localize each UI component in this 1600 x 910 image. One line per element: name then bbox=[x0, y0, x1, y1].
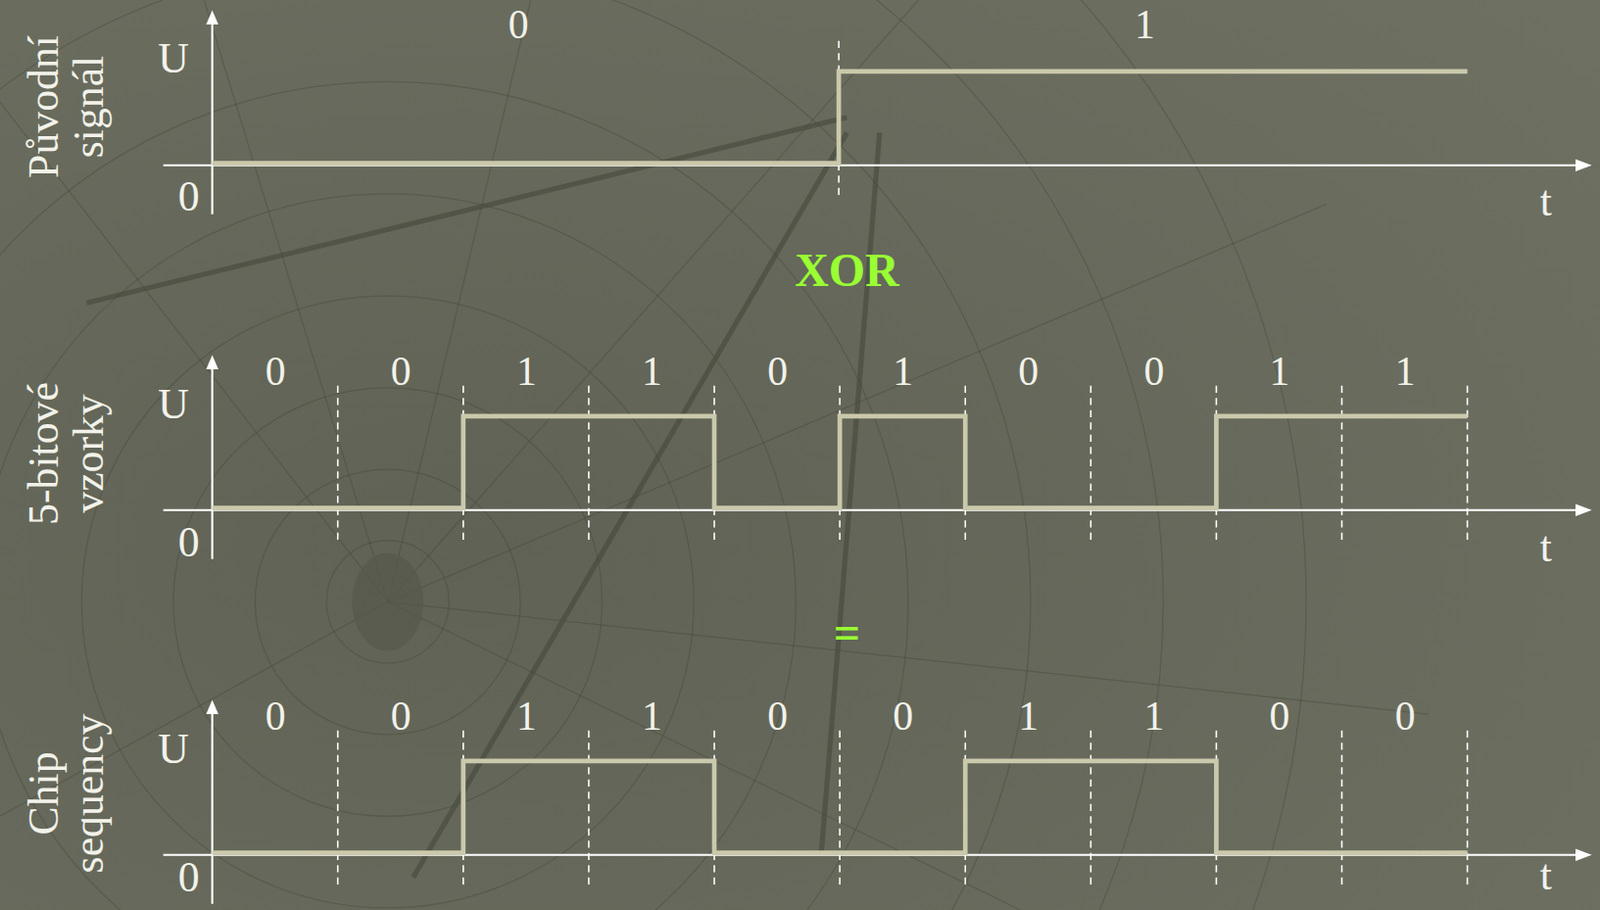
bit-boundary bbox=[337, 386, 340, 543]
y-axis bbox=[211, 708, 214, 905]
bit-boundary bbox=[1090, 730, 1093, 888]
bit-value: 1 bbox=[1018, 695, 1039, 739]
bit-value: 0 bbox=[1269, 695, 1291, 739]
bit-value: 1 bbox=[641, 350, 663, 394]
bit-value: 0 bbox=[767, 695, 788, 739]
bit-boundary bbox=[587, 386, 590, 543]
bit-boundary bbox=[1341, 386, 1344, 543]
bit-value: 1 bbox=[516, 695, 537, 739]
bit-boundary bbox=[1090, 386, 1093, 543]
axis-title: Původní signál bbox=[21, 0, 112, 217]
y-axis-arrow bbox=[205, 699, 218, 715]
bit-value: 0 bbox=[390, 350, 412, 394]
signal-waveform bbox=[212, 761, 1468, 854]
waveforms bbox=[212, 71, 1468, 854]
axes bbox=[163, 9, 1593, 904]
bit-value: 0 bbox=[508, 3, 530, 48]
y-axis-arrow bbox=[205, 354, 218, 370]
axis-label: U bbox=[157, 36, 190, 82]
bit-value: 1 bbox=[1134, 3, 1156, 48]
y-axis bbox=[211, 363, 214, 560]
x-axis-arrow bbox=[1575, 849, 1593, 862]
bit-boundary bbox=[587, 730, 590, 888]
bit-value: 1 bbox=[1269, 350, 1291, 394]
axis-label: t bbox=[1540, 179, 1552, 225]
bit-value: 0 bbox=[1395, 695, 1416, 739]
signal-waveform bbox=[212, 416, 1468, 509]
bit-value: 0 bbox=[265, 695, 287, 739]
axis-label: 0 bbox=[178, 855, 200, 901]
bit-value: 1 bbox=[892, 350, 914, 394]
bit-value: 1 bbox=[1395, 350, 1416, 394]
axis-label: U bbox=[157, 383, 190, 429]
y-axis bbox=[211, 18, 214, 215]
background-hub bbox=[351, 552, 424, 651]
axis-label: 0 bbox=[178, 520, 200, 566]
axis-title: Chip sequency bbox=[21, 683, 112, 904]
axis-label: 0 bbox=[178, 174, 200, 220]
bit-value: 1 bbox=[1143, 695, 1164, 739]
signal-waveform bbox=[212, 71, 1468, 164]
bit-value: 0 bbox=[390, 695, 412, 739]
x-axis-arrow bbox=[1575, 158, 1593, 171]
bit-value: 0 bbox=[767, 350, 788, 394]
bit-boundary bbox=[838, 730, 841, 888]
bit-value: 0 bbox=[892, 695, 914, 739]
operator-label: = bbox=[833, 608, 861, 658]
operator-label: XOR bbox=[794, 245, 899, 295]
bit-value: 1 bbox=[641, 695, 663, 739]
bit-boundary bbox=[1466, 730, 1469, 888]
bit-value: 0 bbox=[265, 350, 287, 394]
bit-boundary bbox=[337, 730, 340, 888]
bit-value: 1 bbox=[516, 350, 537, 394]
axis-label: t bbox=[1540, 525, 1552, 571]
axis-label: U bbox=[157, 727, 190, 774]
axis-title: 5-bitové vzorky bbox=[21, 343, 112, 564]
x-axis-arrow bbox=[1575, 503, 1593, 516]
y-axis-arrow bbox=[205, 9, 218, 25]
bit-boundary bbox=[1341, 730, 1344, 888]
axis-label: t bbox=[1540, 853, 1552, 899]
bit-boundary bbox=[1466, 386, 1469, 543]
bit-value: 0 bbox=[1143, 350, 1164, 394]
bit-value: 0 bbox=[1018, 350, 1039, 394]
